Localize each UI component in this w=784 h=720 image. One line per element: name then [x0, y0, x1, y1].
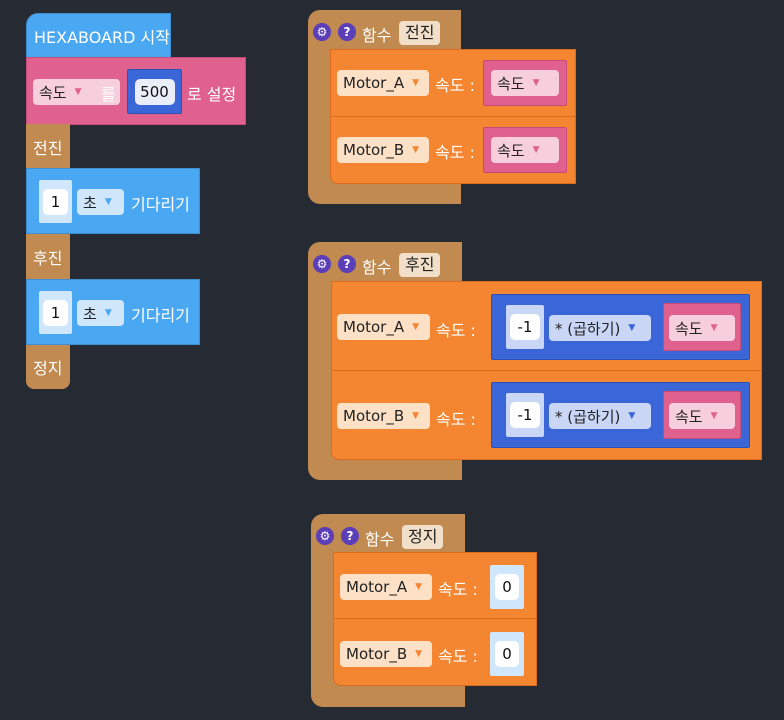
call-stop-block[interactable]: 정지 — [26, 345, 70, 389]
particle-label: 를 — [101, 85, 116, 104]
call-forward-block[interactable]: 전진 — [26, 124, 70, 169]
wait-block-2[interactable]: 1 초▼ 기다리기 — [26, 279, 200, 345]
wait-value-slot: 1 — [39, 291, 72, 334]
time-unit-dropdown[interactable]: 초▼ — [77, 300, 124, 326]
motor-dropdown[interactable]: Motor_B▼ — [337, 403, 430, 429]
variable-dropdown[interactable]: 속도▼ — [491, 70, 559, 96]
motor-a-block[interactable]: Motor_A▼ 속도 : -1 * (곱하기)▼ 속도▼ — [331, 281, 762, 371]
call-backward-label: 후진 — [33, 248, 63, 268]
function-keyword: 함수 — [362, 26, 392, 45]
motor-dropdown[interactable]: Motor_B▼ — [337, 137, 429, 163]
triangle-down-icon: ▼ — [628, 411, 636, 421]
speed-label: 속도 : — [438, 580, 478, 599]
motor-dropdown[interactable]: Motor_A▼ — [340, 574, 432, 600]
motor-dropdown[interactable]: Motor_A▼ — [337, 314, 430, 340]
speed-label: 속도 : — [436, 321, 476, 340]
speed-slot: 0 — [490, 565, 524, 609]
gear-icon[interactable]: ⚙ — [313, 23, 331, 41]
triangle-down-icon: ▼ — [104, 197, 112, 207]
gear-icon[interactable]: ⚙ — [316, 527, 334, 545]
triangle-down-icon: ▼ — [532, 78, 540, 88]
number-slot: -1 — [506, 393, 544, 437]
help-icon[interactable]: ? — [338, 23, 356, 41]
motor-b-block[interactable]: Motor_B▼ 속도 : 속도▼ — [330, 116, 576, 184]
function-keyword: 함수 — [365, 530, 395, 549]
speed-slot: 속도▼ — [663, 391, 741, 439]
variable-dropdown[interactable]: 속도▼ — [33, 79, 120, 105]
motor-dropdown[interactable]: Motor_B▼ — [340, 641, 432, 667]
speed-slot: 속도▼ — [483, 127, 567, 173]
wait-block-1[interactable]: 1 초▼ 기다리기 — [26, 168, 200, 234]
function-name[interactable]: 후진 — [399, 253, 441, 277]
speed-label: 속도 : — [436, 410, 476, 429]
start-label: HEXABOARD 시작 — [34, 27, 170, 47]
triangle-down-icon: ▼ — [710, 411, 718, 421]
speed-slot: 0 — [490, 632, 524, 676]
motor-a-block[interactable]: Motor_A▼ 속도 : 속도▼ — [330, 49, 576, 117]
call-stop-label: 정지 — [33, 359, 63, 378]
triangle-down-icon: ▼ — [415, 582, 423, 592]
triangle-down-icon: ▼ — [412, 322, 420, 332]
triangle-down-icon: ▼ — [412, 411, 420, 421]
speed-label: 속도 : — [435, 143, 475, 162]
triangle-down-icon: ▼ — [412, 145, 420, 155]
call-backward-block[interactable]: 후진 — [26, 234, 70, 279]
wait-value-slot: 1 — [39, 180, 72, 223]
triangle-down-icon: ▼ — [532, 145, 540, 155]
speed-label: 속도 : — [435, 76, 475, 95]
triangle-down-icon: ▼ — [415, 649, 423, 659]
triangle-down-icon: ▼ — [628, 323, 636, 333]
operator-dropdown[interactable]: * (곱하기)▼ — [549, 403, 651, 429]
value-slot: 500 — [127, 69, 182, 114]
speed-label: 속도 : — [438, 647, 478, 666]
function-name[interactable]: 정지 — [402, 525, 444, 549]
triangle-down-icon: ▼ — [710, 323, 718, 333]
speed-slot: 속도▼ — [663, 303, 741, 351]
multiply-block[interactable]: -1 * (곱하기)▼ 속도▼ — [491, 382, 750, 448]
number-input[interactable]: -1 — [510, 314, 540, 340]
wait-value-input[interactable]: 1 — [43, 188, 68, 215]
motor-a-block[interactable]: Motor_A▼ 속도 : 0 — [333, 552, 537, 619]
call-forward-label: 전진 — [33, 138, 63, 158]
motor-b-block[interactable]: Motor_B▼ 속도 : 0 — [333, 618, 537, 686]
function-name[interactable]: 전진 — [399, 21, 441, 45]
set-variable-block[interactable]: 속도▼ 를 500 로 설정 — [26, 57, 246, 125]
triangle-down-icon: ▼ — [104, 308, 112, 318]
value-input[interactable]: 500 — [134, 78, 175, 105]
number-input[interactable]: -1 — [510, 402, 540, 428]
speed-value-input[interactable]: 0 — [495, 641, 519, 667]
wait-label: 기다리기 — [131, 306, 190, 325]
help-icon[interactable]: ? — [338, 255, 356, 273]
time-unit-dropdown[interactable]: 초▼ — [77, 189, 124, 215]
variable-dropdown[interactable]: 속도▼ — [491, 137, 559, 163]
speed-slot: 속도▼ — [483, 60, 567, 106]
variable-dropdown[interactable]: 속도▼ — [669, 315, 735, 341]
number-slot: -1 — [506, 305, 544, 349]
gear-icon[interactable]: ⚙ — [313, 255, 331, 273]
wait-label: 기다리기 — [131, 195, 190, 214]
wait-value-input[interactable]: 1 — [43, 299, 68, 326]
function-keyword: 함수 — [362, 258, 392, 277]
multiply-block[interactable]: -1 * (곱하기)▼ 속도▼ — [491, 294, 750, 360]
motor-dropdown[interactable]: Motor_A▼ — [337, 70, 429, 96]
motor-b-block[interactable]: Motor_B▼ 속도 : -1 * (곱하기)▼ 속도▼ — [331, 370, 762, 460]
triangle-down-icon: ▼ — [412, 78, 420, 88]
hexaboard-start-block[interactable]: HEXABOARD 시작 — [26, 13, 171, 58]
operator-dropdown[interactable]: * (곱하기)▼ — [549, 315, 651, 341]
variable-dropdown[interactable]: 속도▼ — [669, 403, 735, 429]
set-suffix-label: 로 설정 — [187, 85, 237, 104]
speed-value-input[interactable]: 0 — [495, 574, 519, 600]
help-icon[interactable]: ? — [341, 527, 359, 545]
triangle-down-icon: ▼ — [74, 87, 82, 97]
